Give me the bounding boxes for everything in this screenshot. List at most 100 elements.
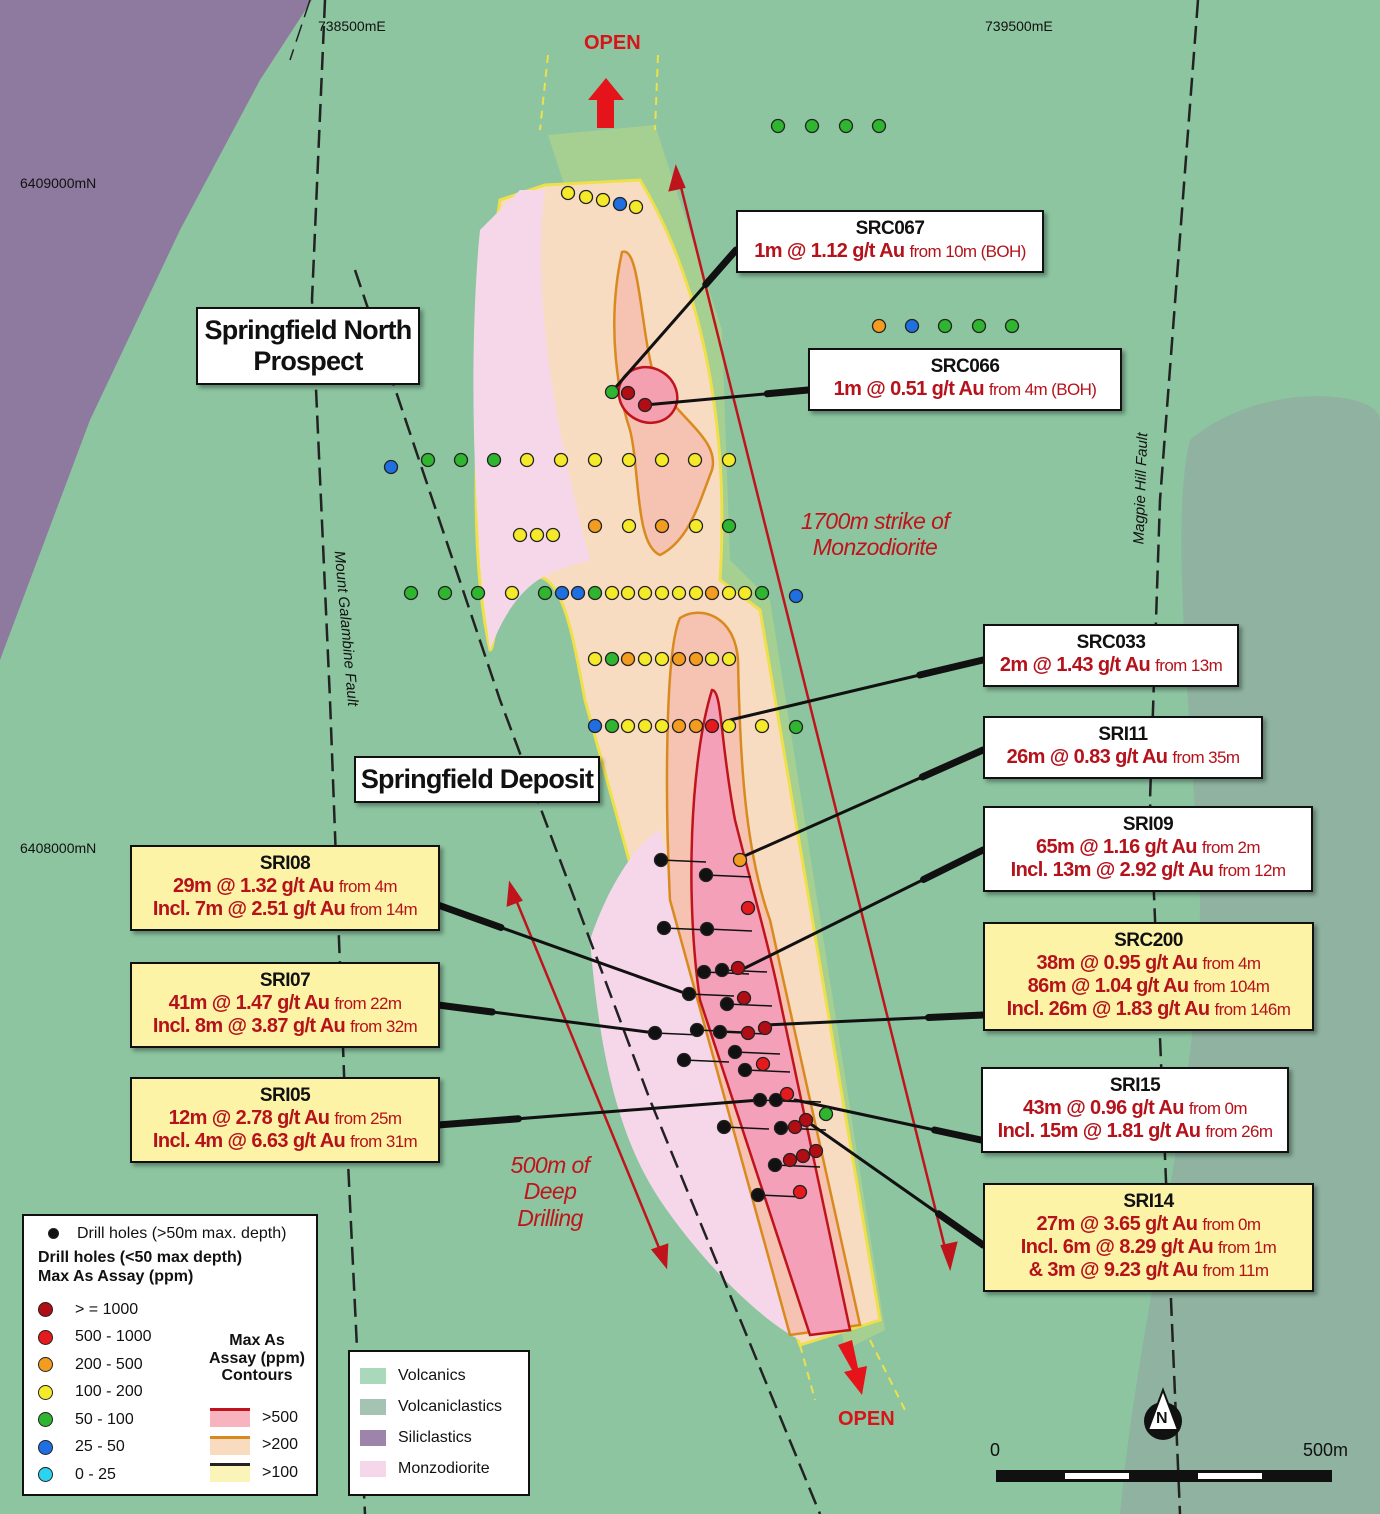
callout-intercept: Incl. 6m @ 8.29 g/t Au from 1m: [1020, 1235, 1277, 1258]
shallow-drill-hole: [486, 452, 502, 468]
grid-label-easting-1: 738500mE: [318, 18, 386, 34]
callout-intercept: 12m @ 2.78 g/t Au from 25m: [168, 1106, 402, 1129]
shallow-drill-hole: [470, 585, 486, 601]
callout-hole-id: SRI05: [259, 1085, 311, 1106]
deep-drill-hole: [698, 867, 714, 883]
shallow-drill-hole: [688, 518, 704, 534]
shallow-drill-hole: [736, 990, 752, 1006]
shallow-drill-hole: [721, 651, 737, 667]
shallow-drill-hole: [757, 1020, 773, 1036]
contour-swatch-icon: [210, 1463, 250, 1483]
contour-swatch-icon: [210, 1408, 250, 1428]
shallow-drill-hole: [770, 118, 786, 134]
deep-drill-hole: [750, 1187, 766, 1203]
shallow-drill-hole: [721, 518, 737, 534]
callout-hole-id: SRI07: [259, 970, 311, 991]
deep-drill-hole: [716, 1119, 732, 1135]
shallow-drill-hole: [587, 585, 603, 601]
shallow-drill-hole: [721, 585, 737, 601]
deep-drill-hole: [712, 1024, 728, 1040]
shallow-drill-hole: [654, 452, 670, 468]
legend-shallow-title: Drill holes (<50 max depth)Max As Assay …: [38, 1248, 243, 1285]
shallow-drill-hole: [621, 452, 637, 468]
callout-intercept: 27m @ 3.65 g/t Au from 0m: [1036, 1212, 1262, 1235]
grid-label-northing-2: 6408000mN: [20, 840, 97, 856]
monzodiorite-north: [473, 190, 590, 650]
shallow-drill-hole: [620, 585, 636, 601]
shallow-drill-hole: [721, 718, 737, 734]
drill-trace: [734, 1051, 781, 1055]
open-label-south: OPEN: [838, 1408, 895, 1430]
callout-intercept: Incl. 8m @ 3.87 g/t Au from 32m: [152, 1014, 418, 1037]
shallow-drill-hole: [628, 199, 644, 215]
geology-swatch-icon: [360, 1398, 386, 1415]
shallow-drill-hole: [782, 1152, 798, 1168]
shallow-drill-hole: [755, 1056, 771, 1072]
shallow-drill-hole: [637, 585, 653, 601]
callout-hole-id: SRI11: [1098, 724, 1148, 745]
deep-drill-hole: [714, 962, 730, 978]
callout-hole-id: SRC033: [1076, 632, 1146, 653]
callout-intercept: 1m @ 1.12 g/t Au from 10m (BOH): [754, 239, 1026, 262]
legend-geology: Siliclastics: [350, 1422, 528, 1453]
legend-geology: Volcanics: [350, 1360, 528, 1391]
shallow-drill-hole: [788, 719, 804, 735]
callout-intercept: 65m @ 1.16 g/t Au from 2m: [1036, 835, 1261, 858]
deep-drill-hole: [752, 1092, 768, 1108]
callout-hole-id: SRI15: [1109, 1075, 1161, 1096]
shallow-drill-hole: [671, 651, 687, 667]
dot-icon: [38, 1302, 53, 1318]
secondary-fault-line: [353, 269, 822, 1514]
scale-start: 0: [990, 1440, 1001, 1460]
callout-hole-id: SRI14: [1123, 1191, 1174, 1212]
shallow-drill-hole: [560, 185, 576, 201]
deep-drill-hole: [676, 1052, 692, 1068]
callout-intercept: 1m @ 0.51 g/t Au from 4m (BOH): [833, 377, 1097, 400]
deep-drill-hole: [656, 920, 672, 936]
shallow-drill-hole: [671, 718, 687, 734]
shallow-drill-hole: [553, 452, 569, 468]
drill-trace: [660, 859, 707, 863]
callout-hole-id: SRI08: [259, 853, 311, 874]
callout-intercept: 86m @ 1.04 g/t Au from 104m: [1027, 974, 1270, 997]
deep-drill-hole: [727, 1044, 743, 1060]
geology-swatch-icon: [360, 1460, 386, 1477]
drill-trace: [683, 1059, 730, 1063]
scale-bar: [996, 1470, 1332, 1482]
shallow-drill-hole: [704, 651, 720, 667]
black-dot-icon: [48, 1228, 59, 1240]
shallow-drill-hole: [688, 718, 704, 734]
shallow-drill-hole: [545, 527, 561, 543]
geology-swatch-icon: [360, 1429, 386, 1446]
callout-leader-line: [931, 1126, 985, 1144]
legend-class: 500 - 1000: [24, 1324, 152, 1352]
shallow-drill-hole: [587, 518, 603, 534]
strike-arrow: [676, 174, 950, 1261]
shallow-drill-hole: [730, 960, 746, 976]
drill-trace: [706, 928, 753, 932]
callout-leader-line: [763, 386, 812, 398]
callout-intercept: Incl. 26m @ 1.83 g/t Au from 146m: [1006, 997, 1291, 1020]
shallow-drill-hole: [904, 318, 920, 334]
grid-label-easting-2: 739500mE: [985, 18, 1053, 34]
callout-intercept: 43m @ 0.96 g/t Au from 0m: [1023, 1096, 1248, 1119]
shallow-drill-hole: [704, 585, 720, 601]
shallow-drill-hole: [688, 651, 704, 667]
mount-galambine-fault-line: [310, 0, 367, 1514]
open-label-north: OPEN: [584, 32, 641, 54]
drill-trace: [774, 1164, 821, 1168]
shallow-drill-hole: [587, 452, 603, 468]
shallow-drill-hole: [604, 585, 620, 601]
siliclastics-zone: [0, 0, 312, 660]
deep-drill-hole: [689, 1022, 705, 1038]
shallow-drill-hole: [740, 900, 756, 916]
open-south-arrow: [838, 1340, 867, 1395]
callout-intercept: Incl. 4m @ 6.63 g/t Au from 31m: [152, 1129, 418, 1152]
legend-contour: >200: [210, 1432, 298, 1460]
